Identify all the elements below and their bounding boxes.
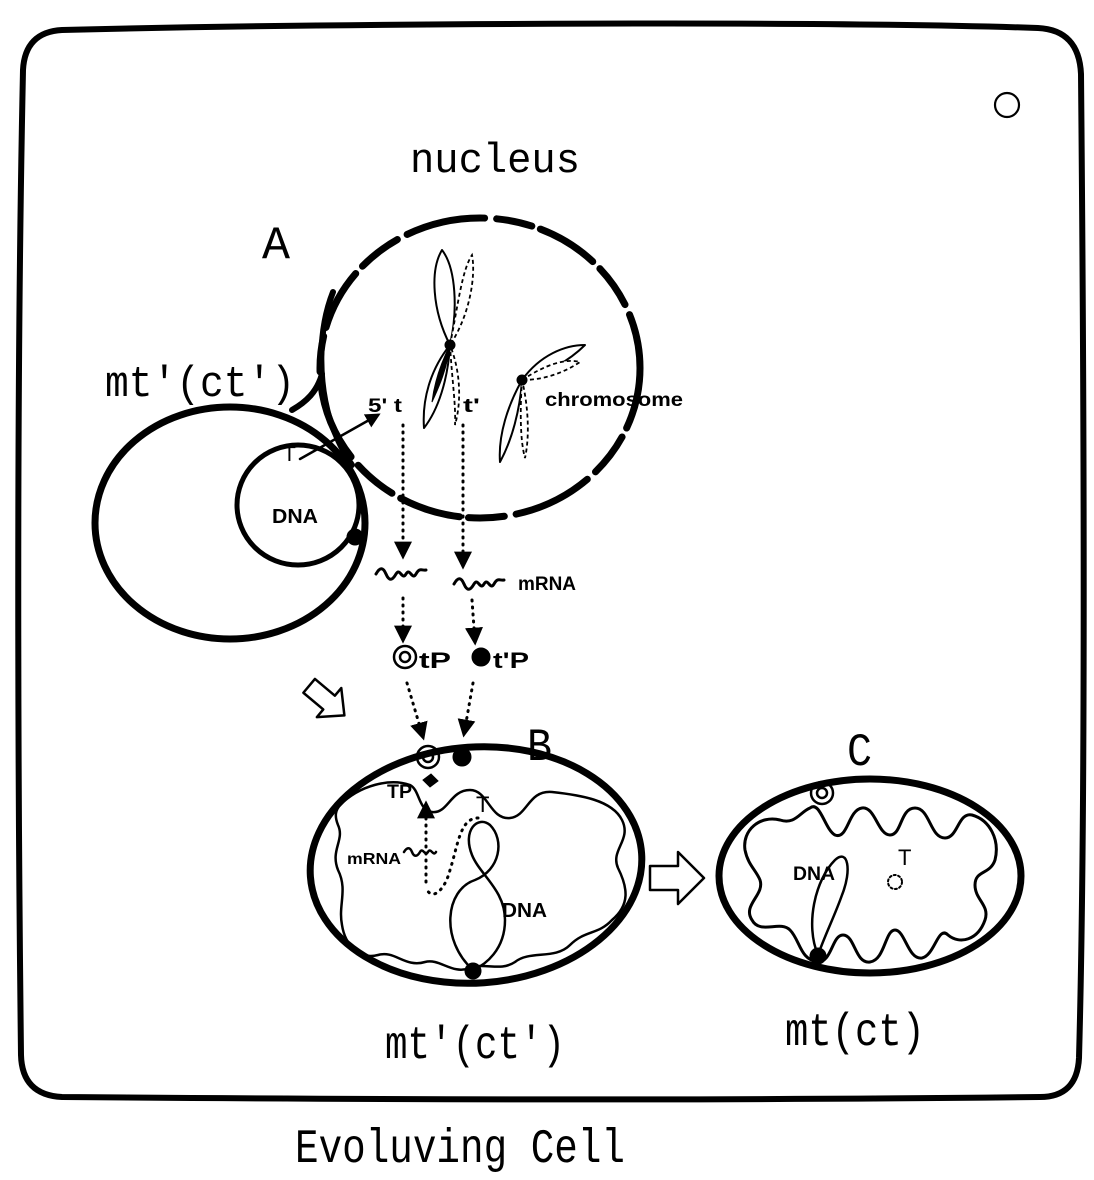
organelle-b-t-prime-p-dot xyxy=(453,748,471,766)
stage-c-letter: C xyxy=(847,727,872,779)
stage-a-organelle-label: mt'(ct') xyxy=(105,360,295,410)
organelle-b-protein-label: TP xyxy=(387,782,412,803)
organelle-a-dna-origin-dot xyxy=(347,529,363,545)
nucleus-label: nucleus xyxy=(410,137,580,185)
organelle-a-dna-label: DNA xyxy=(272,506,318,528)
organelle-b-dna-origin-dot xyxy=(465,963,481,979)
protein-t-prime-p-dot xyxy=(472,648,490,666)
organelle-a-gene-label: T xyxy=(283,443,296,466)
transferred-gene-label: 5' t xyxy=(368,396,403,417)
stage-b-letter: B xyxy=(527,722,552,774)
stage-c-organelle-label: mt(ct) xyxy=(785,1007,925,1059)
stage-a-letter: A xyxy=(262,220,290,272)
chromosome-label: chromosome xyxy=(545,390,683,411)
organelle-b-gene-label: T xyxy=(476,792,489,817)
diagram-caption: Evoluving Cell xyxy=(295,1123,625,1177)
organelle-b-mrna-label: mRNA xyxy=(347,851,401,868)
centromere xyxy=(445,340,455,350)
organelle-c-gene-label: T xyxy=(898,845,911,870)
mrna-label: mRNA xyxy=(518,574,576,595)
stage-b-organelle-label: mt'(ct') xyxy=(385,1020,565,1072)
protein-t-prime-p-label: t'P xyxy=(493,648,529,673)
organelle-c-dna-label: DNA xyxy=(793,864,835,885)
protein-tp-label: tP xyxy=(419,648,451,673)
organelle-c-dna-origin-dot xyxy=(810,948,826,964)
organelle-b-dna-label: DNA xyxy=(502,900,547,922)
centromere xyxy=(517,375,527,385)
nuclear-gene-label: t' xyxy=(463,396,480,417)
